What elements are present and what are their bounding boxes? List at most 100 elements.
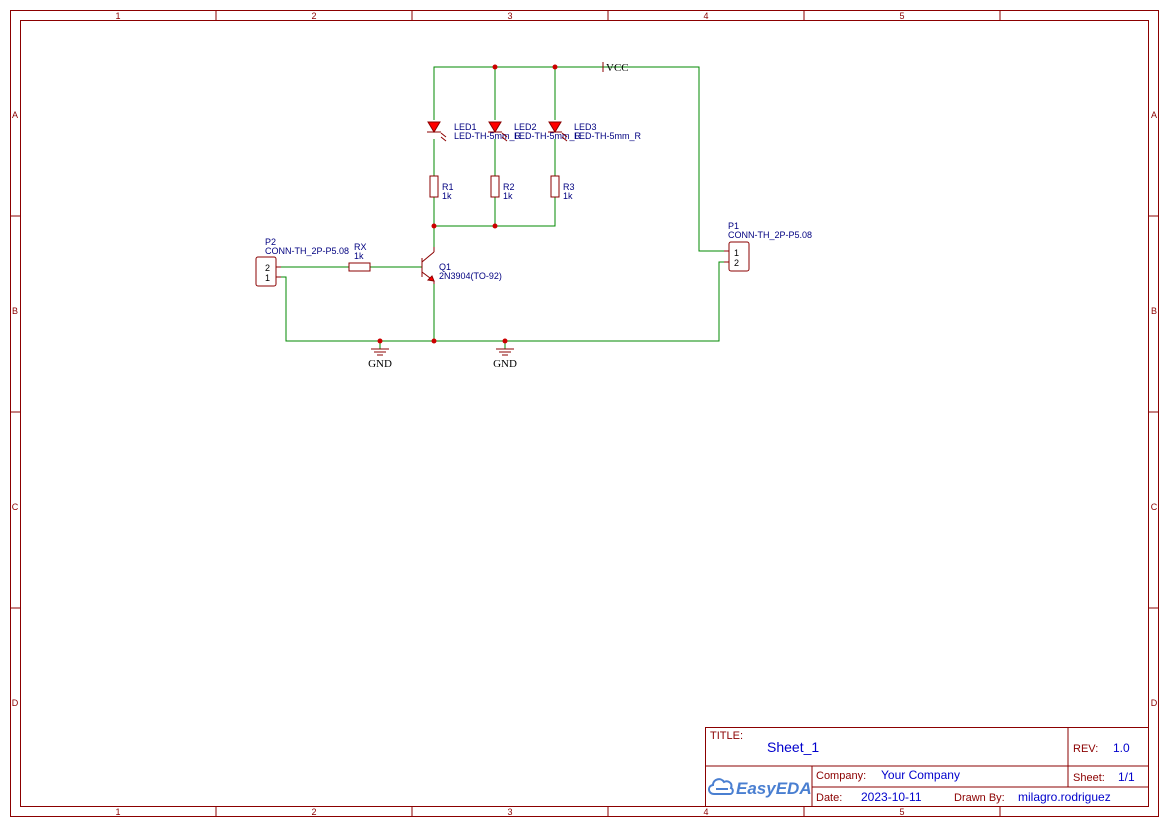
column-label: 4 <box>703 11 708 21</box>
gnd-wire[interactable] <box>278 261 729 342</box>
resistor-r3[interactable]: R3 1k <box>550 175 575 201</box>
r3-value: 1k <box>563 191 573 201</box>
company-value: Your Company <box>881 768 960 782</box>
connector-p1[interactable]: 1 2 P1 CONN-TH_2P-P5.08 <box>724 221 812 272</box>
wire[interactable] <box>434 197 496 227</box>
led-light-arrow-icon <box>501 136 508 142</box>
vcc-label: VCC <box>606 62 629 74</box>
r2-ref: R2 <box>503 182 515 192</box>
vcc-net-flag[interactable]: VCC <box>602 62 629 74</box>
vcc-wire[interactable] <box>433 66 729 252</box>
led1[interactable]: LED1 LED-TH-5mm_R <box>427 121 522 142</box>
connector-p2[interactable]: 2 1 P2 CONN-TH_2P-P5.08 <box>255 237 349 287</box>
emitter-arrow-icon <box>426 275 435 282</box>
drawn-by-value: milagro.rodriguez <box>1018 790 1111 804</box>
resistor-r1[interactable]: R1 1k <box>429 175 454 201</box>
sheet-value: 1/1 <box>1118 770 1135 784</box>
p1-value: CONN-TH_2P-P5.08 <box>728 230 812 240</box>
led1-ref: LED1 <box>454 122 477 132</box>
led2[interactable]: LED2 LED-TH-5mm_R <box>488 121 582 142</box>
date-key: Date: <box>816 792 842 804</box>
row-label: C <box>1151 502 1158 512</box>
led-light-arrow-icon <box>561 132 568 138</box>
led-triangle-icon <box>488 121 502 133</box>
p1-pin-label: 2 <box>734 258 739 268</box>
led1-value: LED-TH-5mm_R <box>454 131 522 141</box>
column-labels-bottom: 1 2 3 4 5 <box>115 807 904 817</box>
column-label: 1 <box>115 807 120 817</box>
led2-value: LED-TH-5mm_R <box>514 131 582 141</box>
led-light-arrow-icon <box>561 136 568 142</box>
junction-dot <box>502 338 508 344</box>
rx-ref: RX <box>354 242 367 252</box>
column-label: 2 <box>311 807 316 817</box>
junction-dot <box>431 223 437 229</box>
easyeda-logo: EasyEDA <box>708 778 812 798</box>
transistor-collector-leg <box>421 251 435 263</box>
resistor-body-icon <box>550 175 560 198</box>
r3-ref: R3 <box>563 182 575 192</box>
junction-dot <box>492 223 498 229</box>
column-label: 5 <box>899 11 904 21</box>
cloud-icon <box>708 778 734 795</box>
column-label: 3 <box>507 807 512 817</box>
led3-value: LED-TH-5mm_R <box>574 131 642 141</box>
gnd-symbol-1[interactable]: GND <box>368 348 392 370</box>
p2-pin-label: 1 <box>265 273 270 283</box>
gnd-symbol-2[interactable]: GND <box>493 348 517 370</box>
sheet-frame <box>10 10 1159 817</box>
p1-pin-label: 1 <box>734 248 739 258</box>
led3[interactable]: LED3 LED-TH-5mm_R <box>548 121 642 142</box>
led-light-arrow-icon <box>440 136 447 142</box>
column-label: 1 <box>115 11 120 21</box>
p1-ref: P1 <box>728 221 739 231</box>
connector-body-icon <box>728 241 750 272</box>
company-key: Company: <box>816 770 866 782</box>
junction-dot <box>552 64 558 70</box>
transistor-q1[interactable]: Q1 2N3904(TO-92) <box>421 247 502 284</box>
junction-dot <box>377 338 383 344</box>
p2-ref: P2 <box>265 237 276 247</box>
resistor-rx[interactable]: RX 1k <box>348 242 371 272</box>
date-value: 2023-10-11 <box>861 790 922 804</box>
row-labels-left: A B C D <box>12 110 19 708</box>
row-label: B <box>12 306 18 316</box>
row-label: D <box>12 698 19 708</box>
row-label: B <box>1151 306 1157 316</box>
resistor-body-icon <box>429 175 439 198</box>
rev-key: REV: <box>1073 743 1098 755</box>
row-labels-right: A B C D <box>1151 110 1158 708</box>
title-key: TITLE: <box>710 730 743 742</box>
led-triangle-icon <box>427 121 441 133</box>
resistor-r2[interactable]: R2 1k <box>490 175 515 201</box>
column-labels-top: 1 2 3 4 5 <box>115 11 904 21</box>
sheet-title: Sheet_1 <box>767 739 819 755</box>
p2-value: CONN-TH_2P-P5.08 <box>265 246 349 256</box>
resistor-body-icon <box>490 175 500 198</box>
junction-dot <box>431 338 437 344</box>
junctions <box>377 64 558 344</box>
q1-ref: Q1 <box>439 262 451 272</box>
led-light-arrow-icon <box>440 132 447 138</box>
rev-value: 1.0 <box>1113 741 1130 755</box>
r2-value: 1k <box>503 191 513 201</box>
column-label: 2 <box>311 11 316 21</box>
q1-value: 2N3904(TO-92) <box>439 271 502 281</box>
gnd-label: GND <box>368 358 392 370</box>
sheet-key: Sheet: <box>1073 772 1105 784</box>
junction-dot <box>492 64 498 70</box>
led3-ref: LED3 <box>574 122 597 132</box>
led2-ref: LED2 <box>514 122 537 132</box>
p2-pin-label: 2 <box>265 263 270 273</box>
r1-value: 1k <box>442 191 452 201</box>
wire[interactable] <box>495 197 556 227</box>
row-label: C <box>12 502 19 512</box>
row-label: A <box>12 110 18 120</box>
row-label: D <box>1151 698 1158 708</box>
resistor-body-icon <box>348 262 371 272</box>
led-light-arrow-icon <box>501 132 508 138</box>
gnd-label: GND <box>493 358 517 370</box>
column-label: 4 <box>703 807 708 817</box>
rx-value: 1k <box>354 251 364 261</box>
